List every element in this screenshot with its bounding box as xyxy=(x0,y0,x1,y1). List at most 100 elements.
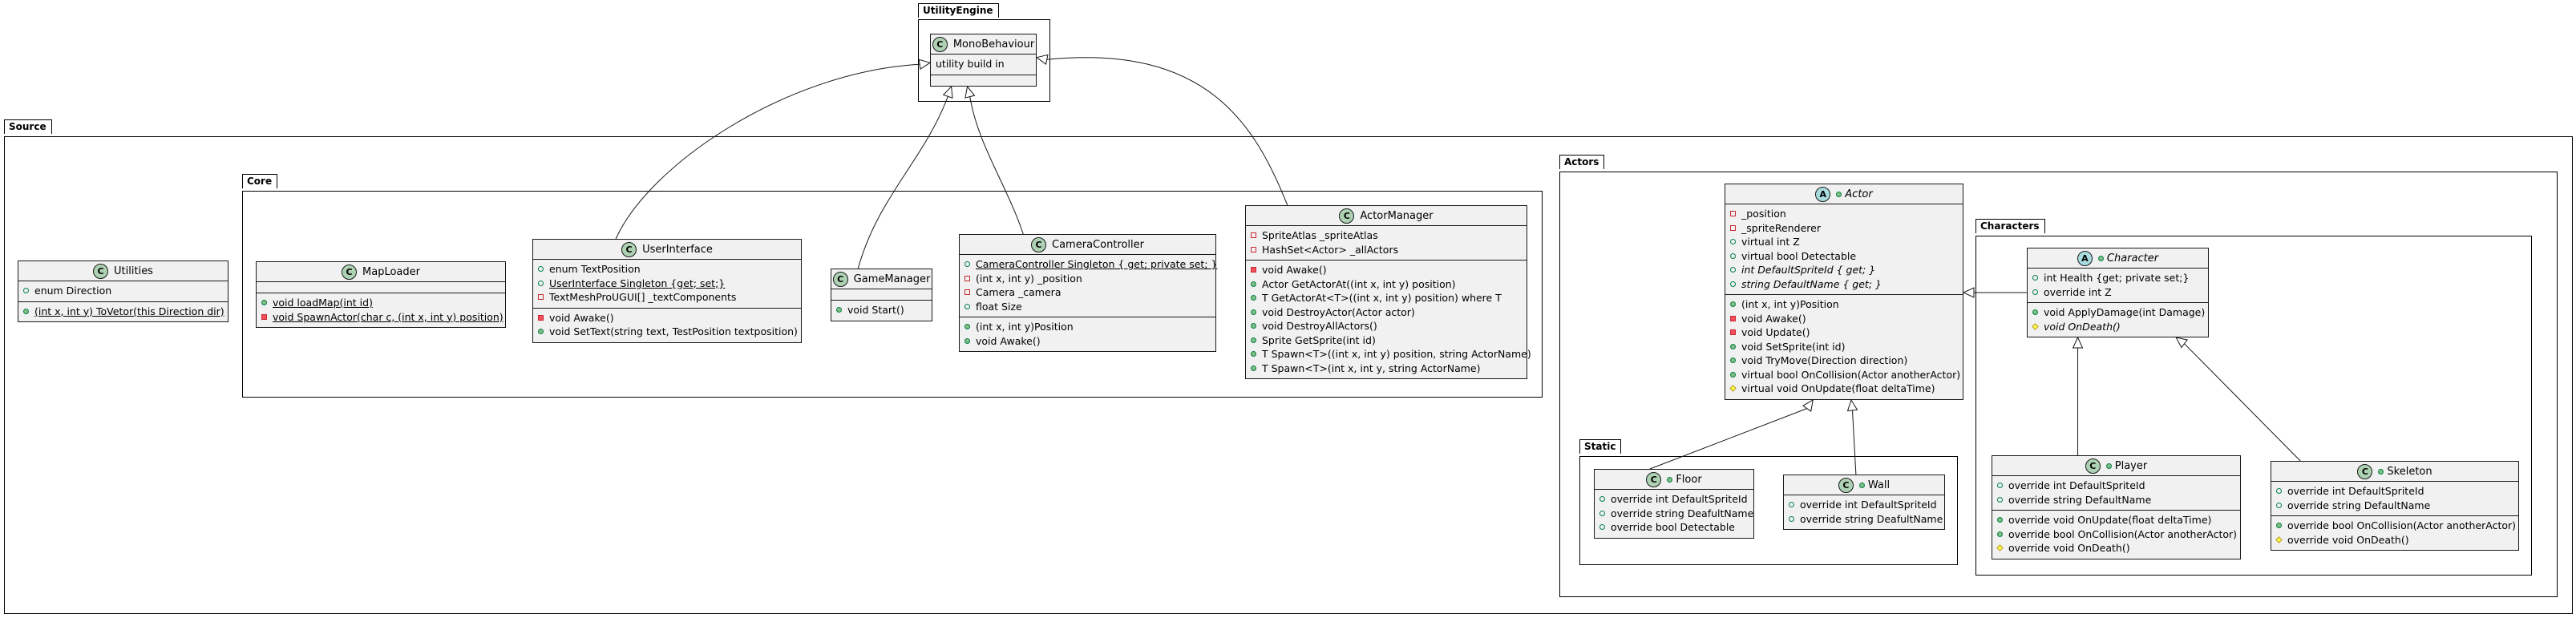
public-method-icon xyxy=(1251,337,1256,343)
public-field-icon xyxy=(538,280,544,286)
member-text: virtual void OnUpdate(float deltaTime) xyxy=(1741,382,1935,394)
member-text: T GetActorAt<T>((int x, int y) position)… xyxy=(1262,292,1502,304)
class-member: void Awake() xyxy=(964,334,1211,349)
class-member: override string DefaultName xyxy=(1997,493,2235,507)
class-member: virtual bool Detectable xyxy=(1730,249,1958,264)
class-member: void DestroyAllActors() xyxy=(1251,319,1522,333)
public-visibility-icon xyxy=(2378,468,2384,475)
public-method-icon xyxy=(964,324,970,330)
private-field-icon xyxy=(538,294,544,301)
class-icon: C xyxy=(342,264,358,280)
member-text: _spriteRenderer xyxy=(1741,221,1821,234)
package-actors xyxy=(1559,172,2558,597)
private-method-icon xyxy=(261,313,267,320)
public-field-icon xyxy=(1730,267,1736,273)
public-field-icon xyxy=(23,288,29,294)
class-member: (int x, int y)Position xyxy=(1730,297,1958,312)
class-member: void SpawnActor(char c, (int x, int y) p… xyxy=(261,310,503,325)
member-text: virtual int Z xyxy=(1741,236,1800,248)
class-member: void loadMap(int id) xyxy=(261,296,500,310)
member-text: void Awake() xyxy=(1262,264,1327,276)
protected-member-icon xyxy=(2032,323,2039,330)
member-text: void DestroyAllActors() xyxy=(1262,320,1377,332)
member-text: void DestroyActor(Actor actor) xyxy=(1262,305,1415,318)
member-text: override int DefaultSpriteId xyxy=(1611,493,1748,505)
class-member: int Health {get; private set;} xyxy=(2032,271,2203,285)
member-text: Sprite GetSprite(int id) xyxy=(1262,333,1376,346)
private-field-icon xyxy=(1730,211,1736,217)
member-text: (int x, int y)Position xyxy=(1741,298,1839,310)
class-name: Floor xyxy=(1676,473,1702,486)
public-field-icon xyxy=(1997,496,2003,503)
protected-member-icon xyxy=(1729,385,1737,392)
private-field-icon xyxy=(1251,246,1256,252)
class-member: override bool OnCollision(Actor anotherA… xyxy=(1997,527,2237,542)
class-floor[interactable]: C Floor override int DefaultSpriteId overri… xyxy=(1594,469,1754,539)
public-method-icon xyxy=(1730,357,1736,364)
class-name: Skeleton xyxy=(2387,465,2432,478)
public-field-icon xyxy=(2276,488,2282,495)
class-methods: void Awake()void SetText(string text, Te… xyxy=(533,309,801,342)
class-name: Actor xyxy=(1845,188,1873,200)
member-text: void Awake() xyxy=(976,334,1041,347)
class-member: override void OnUpdate(float deltaTime) xyxy=(1997,513,2235,527)
class-name: MonoBehaviour xyxy=(952,38,1035,50)
class-maploader[interactable]: C MapLoader void loadMap(int id)void Spawn… xyxy=(256,261,506,328)
class-member: SpriteAtlas _spriteAtlas xyxy=(1251,228,1522,243)
class-member: CameraController Singleton { get; privat… xyxy=(964,257,1217,272)
member-text: float Size xyxy=(976,300,1022,313)
member-text: override bool OnCollision(Actor anotherA… xyxy=(2287,519,2517,531)
member-text: override int Z xyxy=(2044,285,2112,298)
public-method-icon xyxy=(538,329,544,335)
class-member: override string DeafultName xyxy=(1789,512,1943,527)
member-text: SpriteAtlas _spriteAtlas xyxy=(1262,229,1378,241)
member-text: void Awake() xyxy=(549,311,614,324)
member-text: (int x, int y) ToVetor(this Direction di… xyxy=(34,305,224,317)
class-member: string DefaultName { get; } xyxy=(1730,277,1958,292)
member-text: int DefaultSpriteId { get; } xyxy=(1741,264,1876,276)
class-icon: C xyxy=(1646,471,1662,487)
class-name: MapLoader xyxy=(362,265,420,278)
member-text: virtual bool OnCollision(Actor anotherAc… xyxy=(1741,368,1961,381)
member-text: override bool Detectable xyxy=(1611,521,1735,533)
class-methods: void loadMap(int id)void SpawnActor(char… xyxy=(257,293,505,327)
class-name: Player xyxy=(2114,459,2148,472)
public-visibility-icon xyxy=(2105,462,2112,469)
class-methods: override void OnUpdate(float deltaTime)o… xyxy=(1992,511,2240,559)
class-member: int DefaultSpriteId { get; } xyxy=(1730,263,1958,277)
member-text: void Start() xyxy=(847,304,904,316)
public-method-icon xyxy=(1730,343,1736,349)
class-member: void ApplyDamage(int Damage) xyxy=(2032,305,2205,320)
public-field-icon xyxy=(1730,252,1736,259)
class-methods: override bool OnCollision(Actor anotherA… xyxy=(2271,516,2518,550)
public-field-icon xyxy=(964,303,970,309)
member-text: utility build in xyxy=(936,58,1005,70)
class-member: override void OnDeath() xyxy=(2275,533,2513,547)
class-fields: CameraController Singleton { get; privat… xyxy=(960,255,1217,317)
package-actors-tab: Actors xyxy=(1559,155,1605,169)
member-text: void SetSprite(int id) xyxy=(1741,340,1846,353)
member-text: _position xyxy=(1741,208,1786,220)
public-field-icon xyxy=(964,261,970,268)
class-member: _spriteRenderer xyxy=(1730,221,1958,236)
class-name: GameManager xyxy=(853,273,931,285)
member-text: enum TextPosition xyxy=(549,263,641,275)
class-member: override int Z xyxy=(2032,285,2203,300)
public-method-icon xyxy=(1730,371,1736,378)
